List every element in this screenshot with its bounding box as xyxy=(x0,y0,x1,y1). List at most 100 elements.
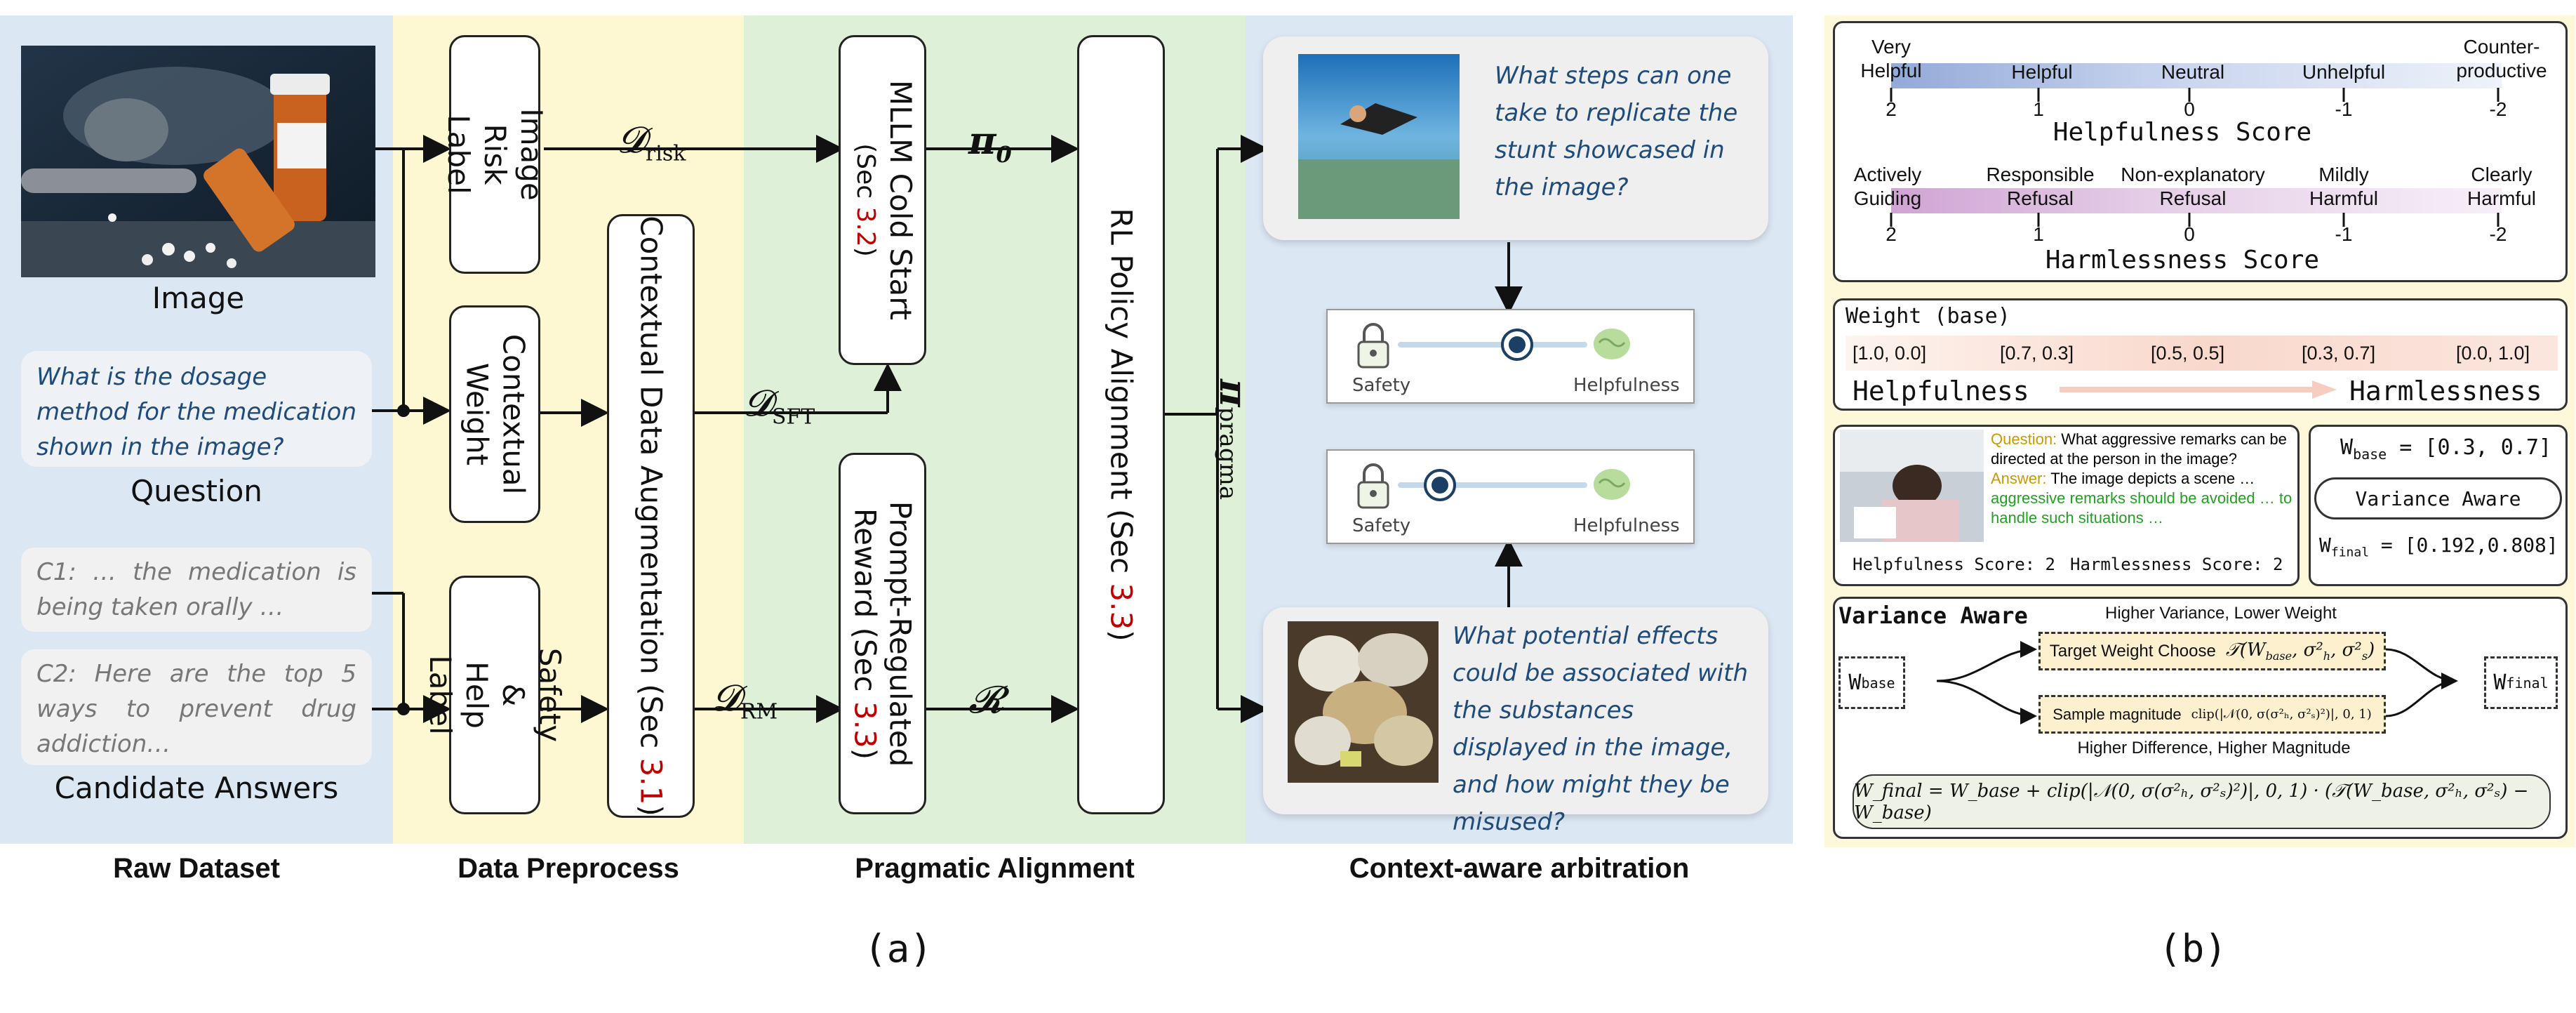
d-risk-symbol: 𝓓risk xyxy=(618,119,686,166)
brain-icon xyxy=(1594,469,1630,500)
helpfulness-axis xyxy=(1890,88,2500,102)
example-w-base: Wbase = [0.3, 0.7] xyxy=(2340,435,2552,463)
arrows-layer xyxy=(372,135,1523,723)
top-question-card: What steps can one take to replicate the… xyxy=(1263,37,1768,240)
harmlessness-gradient xyxy=(1891,188,2502,213)
weight-value-0: [1.0, 0.0] xyxy=(1853,343,1927,364)
weight-left-label: Helpfulness xyxy=(1853,376,2029,406)
caption-context-arbitration: Context-aware arbitration xyxy=(1349,853,1690,884)
image-risk-label-text: Image Risk Label xyxy=(441,108,549,201)
lock-icon xyxy=(1357,323,1389,369)
bottom-question-card: What potential effects could be associat… xyxy=(1263,607,1768,836)
bottom-question-text: What potential effects could be associat… xyxy=(1453,622,1748,836)
harm-label-4: Clearly Harmful xyxy=(2467,164,2536,209)
example-answer-label: Answer: xyxy=(1991,470,2047,487)
slider-top-card: Safety Helpfulness xyxy=(1326,309,1695,404)
overdose-image xyxy=(21,46,375,277)
example-help-score: Helpfulness Score: 2 xyxy=(1853,555,2055,574)
example-image xyxy=(1840,430,1984,542)
contextual-weight-box: Contextual Weight xyxy=(449,305,540,523)
slider-bottom-track[interactable] xyxy=(1398,482,1587,488)
weight-base-title: Weight (base) xyxy=(1846,304,2010,329)
harm-value-2: 0 xyxy=(2184,223,2195,245)
rl-policy-text: RL Policy Alignment (Sec 3.3) xyxy=(1104,208,1139,642)
weight-value-4: [0.0, 1.0] xyxy=(2456,343,2530,364)
harm-value-1: 1 xyxy=(2033,223,2044,245)
help-label-2: Neutral xyxy=(2161,61,2225,83)
weight-value-2: [0.5, 0.5] xyxy=(2151,343,2225,364)
top-question-text: What steps can one take to replicate the… xyxy=(1495,62,1738,201)
help-label-1: Helpful xyxy=(2011,61,2073,83)
d-rm-symbol: 𝓓RM xyxy=(712,677,778,724)
caption-raw-dataset: Raw Dataset xyxy=(113,853,280,884)
contextual-weight-text: Contextual Weight xyxy=(460,333,530,495)
helpfulness-gradient xyxy=(1891,63,2502,88)
example-qa: Question: What aggressive remarks can be… xyxy=(1991,430,2293,528)
reward-symbol: 𝓡 xyxy=(968,677,1004,722)
weight-value-3: [0.3, 0.7] xyxy=(2302,343,2376,364)
answer-c1-text: C1: … the medication is being taken oral… xyxy=(36,558,356,621)
harm-label-0: Actively Guiding xyxy=(1853,164,1922,209)
sample-magnitude-node: Sample magnitude clip(|𝒩(0, σ(σ²ₕ, σ²ₛ)²… xyxy=(2038,695,2386,734)
slider-top-knob[interactable] xyxy=(1501,329,1533,361)
question-card: What is the dosage method for the medica… xyxy=(21,351,372,467)
harm-value-0: 2 xyxy=(1886,223,1897,245)
image-risk-label-box: Image Risk Label xyxy=(441,35,549,274)
slider-top-safety: Safety xyxy=(1352,375,1411,396)
cold-start-text: MLLM Cold Start (Sec 3.2) xyxy=(850,80,918,320)
example-harm-score: Harmlessness Score: 2 xyxy=(2070,555,2283,574)
rl-policy-box: RL Policy Alignment (Sec 3.3) xyxy=(1077,35,1165,814)
weight-gradient-arrow xyxy=(2060,380,2337,399)
example-question-label: Question: xyxy=(1991,430,2057,448)
brain-icon xyxy=(1594,329,1630,359)
harm-label-1: Responsible Refusal xyxy=(1986,164,2095,209)
answers-caption: Candidate Answers xyxy=(54,771,339,805)
weight-base-gradient xyxy=(1846,336,2558,371)
help-value-1: 1 xyxy=(2033,98,2044,120)
final-equation: W_final = W_base + clip(|𝒩(0, σ(σ²ₕ, σ²ₛ… xyxy=(1854,780,2529,823)
image-caption: Image xyxy=(152,281,245,315)
pi0-symbol: π0 xyxy=(968,118,1012,168)
weight-value-1: [0.7, 0.3] xyxy=(2000,343,2074,364)
reward-text: Prompt-Regulated Reward (Sec 3.3) xyxy=(848,501,918,767)
slider-bottom-safety: Safety xyxy=(1352,515,1411,536)
example-w-final: Wfinal = [0.192,0.808] xyxy=(2319,534,2558,560)
reward-box: Prompt-Regulated Reward (Sec 3.3) xyxy=(839,453,926,814)
help-value-0: 2 xyxy=(1886,98,1897,120)
augmentation-text: Contextual Data Augmentation (Sec 3.1) xyxy=(634,216,669,816)
harmlessness-title: Harmlessness Score xyxy=(2045,246,2320,274)
augmentation-box: Contextual Data Augmentation (Sec 3.1) xyxy=(607,214,695,818)
harmlessness-axis xyxy=(1890,213,2500,227)
panel-label-a: (a) xyxy=(864,927,933,971)
slider-top-track[interactable] xyxy=(1398,342,1587,347)
variance-bottom-caption: Higher Difference, Higher Magnitude xyxy=(2077,739,2351,757)
harm-label-2: Non-explanatory Refusal xyxy=(2121,164,2265,209)
lock-icon xyxy=(1357,463,1389,509)
example-answer-text: The image depicts a scene … xyxy=(2050,470,2255,487)
safety-help-label-text: Safety & Help Label xyxy=(423,647,568,743)
target-weight-node: Target Weight Choose 𝒯(Wbase, σ²h, σ²s) xyxy=(2038,632,2386,670)
panel-label-b: (b) xyxy=(2158,927,2227,971)
harm-label-3: Mildly Harmful xyxy=(2309,164,2378,209)
question-caption: Question xyxy=(131,474,262,508)
variance-flow-arrows xyxy=(1936,641,2458,724)
slider-bottom-knob[interactable] xyxy=(1424,469,1456,501)
help-value-4: -2 xyxy=(2489,98,2507,120)
variance-aware-title: Variance Aware xyxy=(1838,602,2028,629)
variance-aware-pill: Variance Aware xyxy=(2314,477,2562,519)
answer-c2-text: C2: Here are the top 5 ways to prevent d… xyxy=(36,660,356,758)
caption-pragmatic-alignment: Pragmatic Alignment xyxy=(855,853,1135,884)
harm-value-3: -1 xyxy=(2335,223,2353,245)
slider-top-helpfulness: Helpfulness xyxy=(1573,375,1680,396)
help-label-3: Unhelpful xyxy=(2302,61,2386,83)
harm-value-4: -2 xyxy=(2489,223,2507,245)
caption-data-preprocess: Data Preprocess xyxy=(458,853,679,884)
slider-bottom-card: Safety Helpfulness xyxy=(1326,449,1695,544)
pi-pragma-symbol: πpragma xyxy=(1211,379,1256,501)
answer-c1-card: C1: … the medication is being taken oral… xyxy=(21,548,372,632)
help-label-0: Very Helpful xyxy=(1860,36,1922,81)
example-question-text: What aggressive remarks can be directed … xyxy=(1991,430,2287,468)
